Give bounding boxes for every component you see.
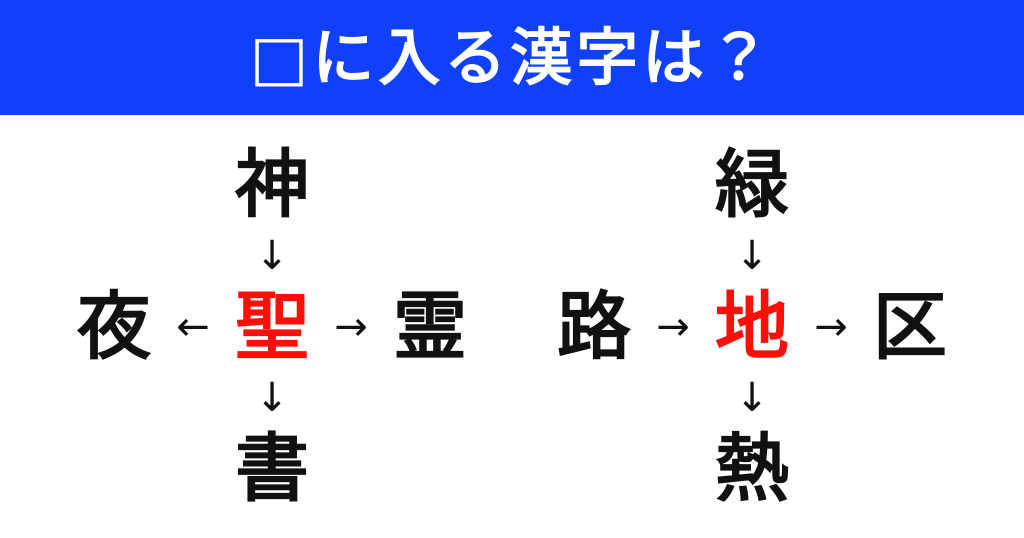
puzzle-right-right-kanji: 区 (873, 283, 947, 370)
puzzle-left-middle-row: 夜 ← 聖 → 霊 (62, 281, 482, 373)
puzzle-left-top-cell: 神 (220, 139, 324, 231)
puzzle-left-bottom-branch: ↓ 書 (220, 373, 324, 515)
puzzle-left-bottom-cell: 書 (220, 423, 324, 515)
puzzle-right-left-cell: 路 (542, 281, 646, 373)
puzzle-left-left-kanji: 夜 (77, 283, 151, 370)
puzzle-right-left-kanji: 路 (557, 283, 631, 370)
arrow-left-icon: ← (176, 303, 210, 350)
arrow-right-icon: → (814, 303, 848, 350)
puzzle-left-center-cell: 聖 (220, 281, 324, 373)
arrow-down-icon: ↓ (735, 232, 769, 279)
page-title: □に入る漢字は？ (249, 20, 775, 94)
puzzle-right-center-cell: 地 (700, 281, 804, 373)
puzzle-container: 神 ↓ 夜 ← 聖 → 霊 ↓ 書 (0, 115, 1024, 538)
puzzle-left-right-kanji: 霊 (393, 283, 467, 370)
arrow-right-icon: → (656, 303, 690, 350)
puzzle-right-middle-row: 路 → 地 → 区 (542, 281, 962, 373)
puzzle-left-bottom-kanji: 書 (235, 425, 309, 512)
puzzle-right-top-cell: 緑 (700, 139, 804, 231)
puzzle-left-top-kanji: 神 (235, 141, 309, 228)
arrow-down-icon: ↓ (255, 232, 289, 279)
puzzle-right-top-kanji: 緑 (715, 141, 789, 228)
puzzle-left-top-branch: 神 ↓ (220, 139, 324, 281)
puzzle-left-right-cell: 霊 (378, 281, 482, 373)
puzzle-right-bottom-kanji: 熱 (715, 425, 789, 512)
puzzle-left-left-cell: 夜 (62, 281, 166, 373)
puzzle-left: 神 ↓ 夜 ← 聖 → 霊 ↓ 書 (32, 127, 512, 527)
puzzle-right-right-cell: 区 (858, 281, 962, 373)
header-banner: □に入る漢字は？ (0, 0, 1024, 115)
puzzle-right-top-branch: 緑 ↓ (700, 139, 804, 281)
arrow-right-icon: → (334, 303, 368, 350)
puzzle-right-center-kanji: 地 (715, 283, 789, 370)
arrow-down-icon: ↓ (735, 374, 769, 421)
puzzle-right-bottom-cell: 熱 (700, 423, 804, 515)
arrow-down-icon: ↓ (255, 374, 289, 421)
puzzle-right: 緑 ↓ 路 → 地 → 区 ↓ 熱 (512, 127, 992, 527)
puzzle-right-bottom-branch: ↓ 熱 (700, 373, 804, 515)
puzzle-left-center-kanji: 聖 (235, 283, 309, 370)
